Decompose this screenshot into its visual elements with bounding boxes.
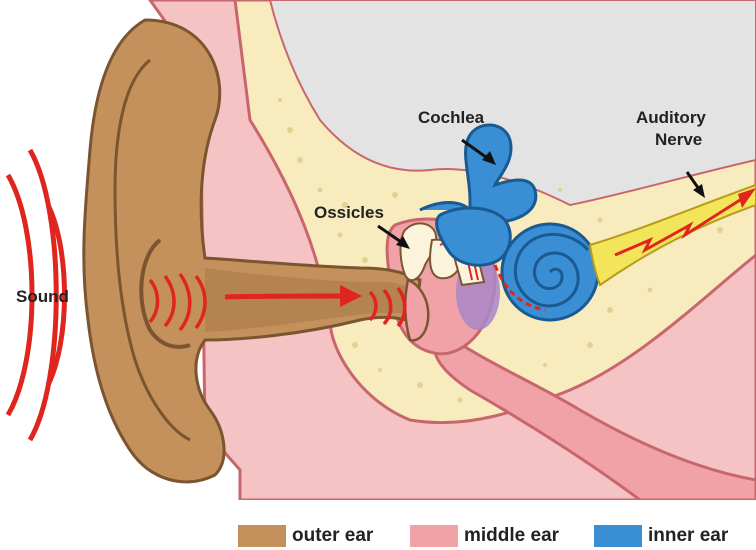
- diagram-bottom-edge: [0, 500, 756, 522]
- legend-label-inner-ear: inner ear: [648, 525, 728, 547]
- sound-direction-arrow: [225, 296, 345, 297]
- legend-label-middle-ear: middle ear: [464, 525, 559, 547]
- ossicles-label: Ossicles: [314, 203, 384, 223]
- auditory-nerve-label-line2: Nerve: [655, 130, 702, 150]
- cochlea-label: Cochlea: [418, 108, 484, 128]
- legend-swatch-middle-ear: [410, 525, 458, 547]
- legend-label-outer-ear: outer ear: [292, 525, 373, 547]
- auditory-nerve-label-line1: Auditory: [636, 108, 706, 128]
- sound-label: Sound: [16, 287, 69, 307]
- legend: outer ear middle ear inner ear: [0, 522, 756, 550]
- legend-swatch-inner-ear: [594, 525, 642, 547]
- legend-swatch-outer-ear: [238, 525, 286, 547]
